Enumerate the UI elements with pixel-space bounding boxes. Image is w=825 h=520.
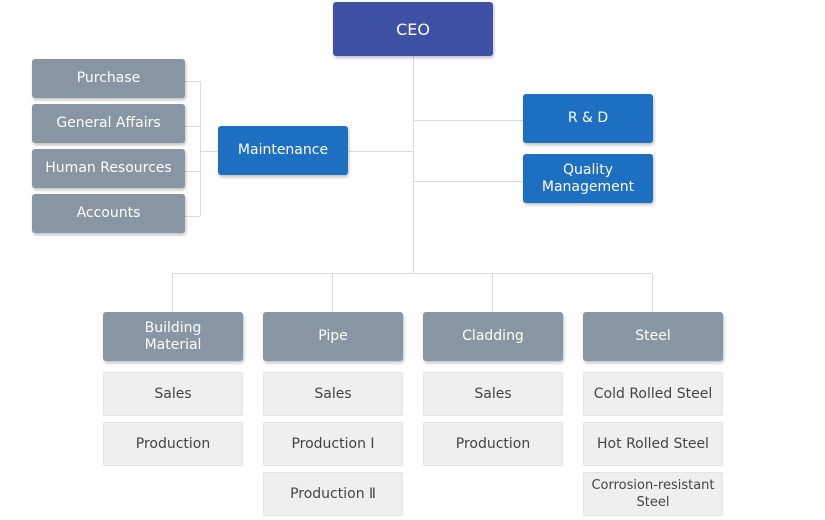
division-pipe: Pipe (263, 312, 403, 361)
rnd-box: R & D (523, 94, 653, 143)
corrosion-resistant-steel: Corrosion-resistant Steel (583, 472, 723, 516)
building-material-sales: Sales (103, 372, 243, 416)
ceo-box: CEO (333, 2, 493, 56)
division-building-material: Building Material (103, 312, 243, 361)
maintenance-box: Maintenance (218, 126, 348, 175)
connector-accounts (185, 216, 200, 217)
cladding-sales: Sales (423, 372, 563, 416)
connector-divisions-bar (172, 273, 653, 274)
accounts-box: Accounts (32, 194, 185, 233)
quality-management-box: Quality Management (523, 154, 653, 203)
connector-division-2 (332, 273, 333, 312)
human-resources-box: Human Resources (32, 149, 185, 188)
connector-ceo-trunk (413, 56, 414, 274)
connector-division-1 (172, 273, 173, 312)
general-affairs-box: General Affairs (32, 104, 185, 143)
connector-human-resources (185, 171, 200, 172)
cold-rolled-steel: Cold Rolled Steel (583, 372, 723, 416)
cladding-production: Production (423, 422, 563, 466)
hot-rolled-steel: Hot Rolled Steel (583, 422, 723, 466)
connector-general-affairs (185, 126, 200, 127)
pipe-production-1: Production Ⅰ (263, 422, 403, 466)
connector-division-3 (492, 273, 493, 312)
division-steel: Steel (583, 312, 723, 361)
building-material-production: Production (103, 422, 243, 466)
connector-purchase (185, 81, 200, 82)
pipe-sales: Sales (263, 372, 403, 416)
connector-quality (413, 181, 523, 182)
connector-division-4 (652, 273, 653, 312)
connector-left-bracket-stub (200, 151, 218, 152)
pipe-production-2: Production Ⅱ (263, 472, 403, 516)
connector-rnd (413, 120, 523, 121)
purchase-box: Purchase (32, 59, 185, 98)
connector-maintenance (348, 151, 413, 152)
division-cladding: Cladding (423, 312, 563, 361)
connector-left-bracket-vertical (200, 81, 201, 216)
